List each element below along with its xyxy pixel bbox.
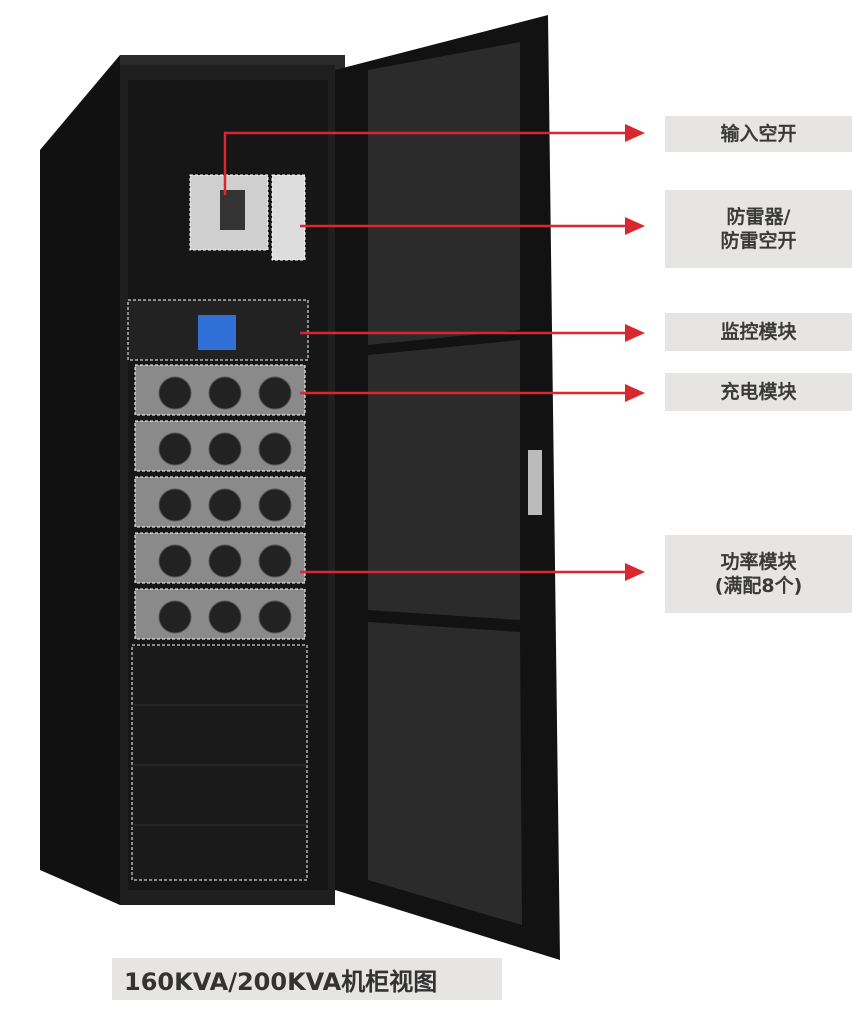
arrow-icon [625,217,645,235]
arrow-icon [625,124,645,142]
caption: 160KVA/200KVA机柜视图 [112,958,502,1000]
label-text: 防雷空开 [720,230,797,252]
label-monitor-module: 监控模块 [665,313,852,351]
fan-icon [158,376,192,410]
fan-icon [258,432,292,466]
fan-icon [158,488,192,522]
label-surge-protector: 防雷器/ 防雷空开 [665,190,852,268]
label-text: (满配8个) [714,575,803,597]
fan-icon [258,544,292,578]
fan-icon [258,600,292,634]
fan-icon [208,432,242,466]
power-modules [134,364,306,640]
label-text: 充电模块 [720,381,797,403]
label-text: 防雷器/ [726,206,791,228]
fan-icon [208,544,242,578]
fan-icon [208,600,242,634]
fan-icon [158,432,192,466]
label-charger-module: 充电模块 [665,373,852,411]
fan-icon [258,488,292,522]
label-power-module: 功率模块 (满配8个) [665,535,852,613]
door-handle [528,450,542,515]
arrow-icon [625,563,645,581]
label-text: 功率模块 [720,551,797,573]
fan-icon [158,600,192,634]
fan-icon [258,376,292,410]
arrow-icon [625,324,645,342]
surge-protector [271,174,306,261]
label-text: 监控模块 [720,321,797,343]
label-text: 输入空开 [720,123,797,145]
label-input-breaker: 输入空开 [665,116,852,152]
arrow-icon [625,384,645,402]
fan-icon [208,376,242,410]
fan-icon [158,544,192,578]
fan-icon [208,488,242,522]
cabinet-side-panel [40,55,120,905]
